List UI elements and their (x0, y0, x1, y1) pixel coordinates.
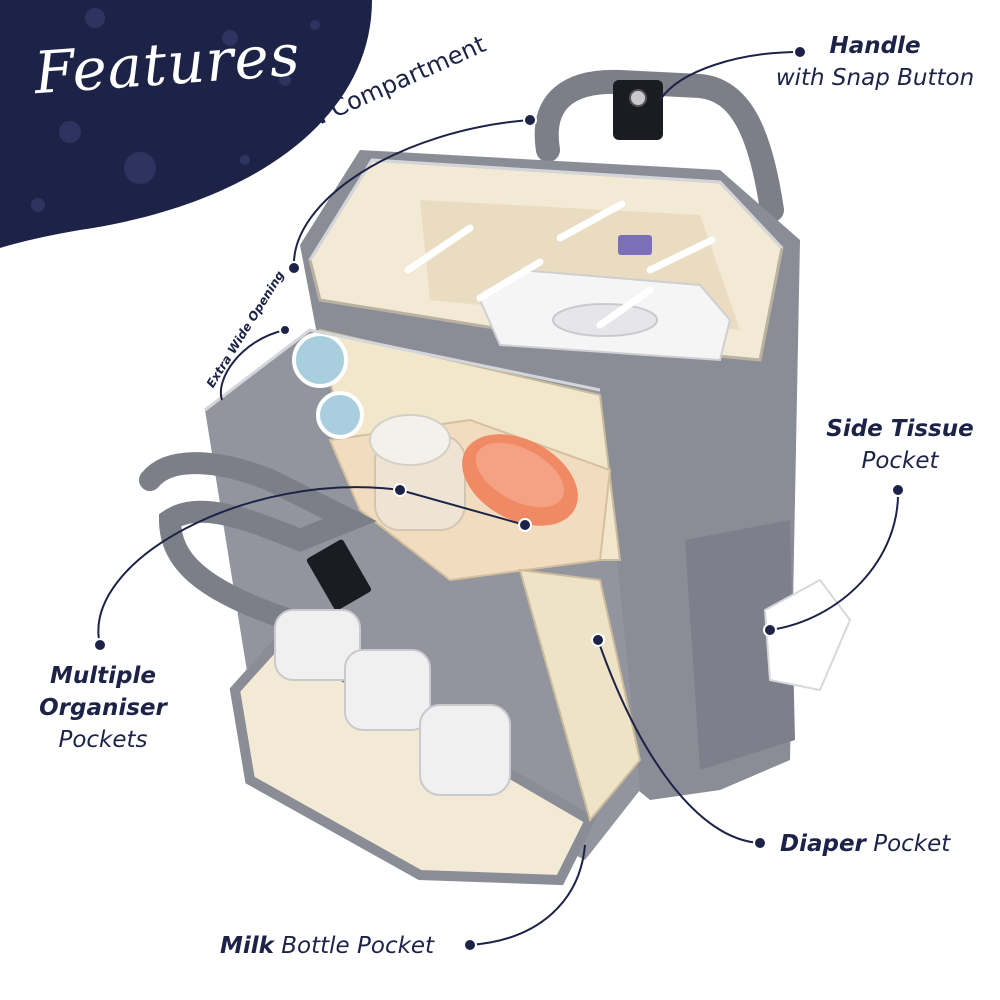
milk-bottle-label: Milk Bottle Pocket (220, 930, 434, 962)
dot-marker-icon (93, 45, 905, 952)
diaper-callout-line (597, 639, 761, 844)
banner-shape (0, 0, 372, 248)
milk-label-bold: Milk (220, 933, 274, 959)
diaper-label-bold: Diaper (780, 831, 866, 857)
diaper-pocket (518, 568, 642, 823)
side-tissue-pocket (685, 520, 795, 770)
side-tissue-callout-line (769, 489, 900, 631)
organiser-callout-line (97, 486, 526, 646)
handle-label-regular: with Snap Button (775, 65, 975, 91)
side-tissue-label-regular: Pocket (861, 448, 939, 474)
wide-callout-line (219, 329, 286, 401)
handle-callout-line (659, 51, 801, 101)
organiser-label: Multiple Organiser Pockets (28, 660, 178, 756)
milk-callout-line (469, 844, 586, 946)
double-arrow-icon (404, 200, 716, 329)
side-tissue-label: Side Tissue Pocket (820, 413, 980, 477)
snap-strap (613, 80, 663, 140)
side-tissue-label-bold: Side Tissue (826, 416, 974, 442)
top-handle (534, 69, 784, 222)
handle-label-bold: Handle (829, 33, 921, 59)
organiser-label-bold: Multiple Organiser (39, 663, 167, 721)
main-callout-line (292, 119, 531, 269)
organiser-label-regular: Pockets (58, 727, 148, 753)
handle-label: Handle with Snap Button (760, 30, 990, 94)
diaper-label-regular: Pocket (873, 831, 951, 857)
bottle-group (274, 609, 511, 796)
milk-label-regular: Bottle Pocket (281, 933, 435, 959)
side-handle (139, 452, 377, 631)
diaper-label: Diaper Pocket (780, 828, 950, 860)
